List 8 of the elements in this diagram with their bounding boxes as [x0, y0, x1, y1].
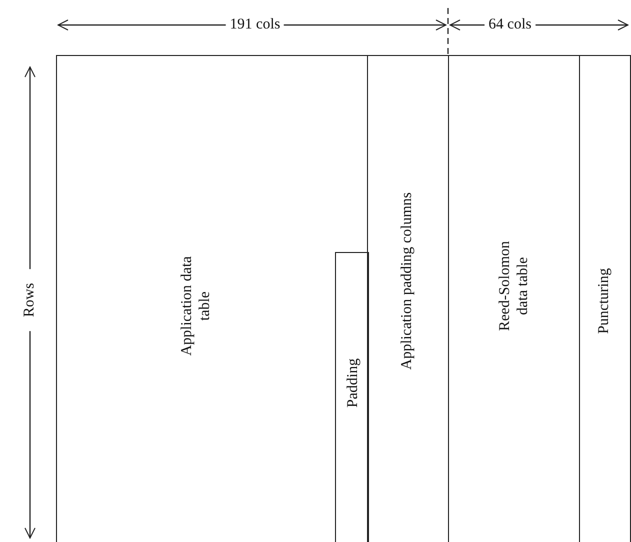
table-region: [56, 55, 368, 542]
region-label: Padding: [344, 358, 362, 408]
region-label: Application data table: [178, 255, 214, 358]
table-region: [579, 55, 631, 542]
region-label: Puncturing: [595, 268, 613, 334]
region-label: Application padding columns: [398, 192, 416, 370]
table-region: [335, 252, 369, 542]
region-label: Reed-Solomon data table: [496, 240, 532, 333]
